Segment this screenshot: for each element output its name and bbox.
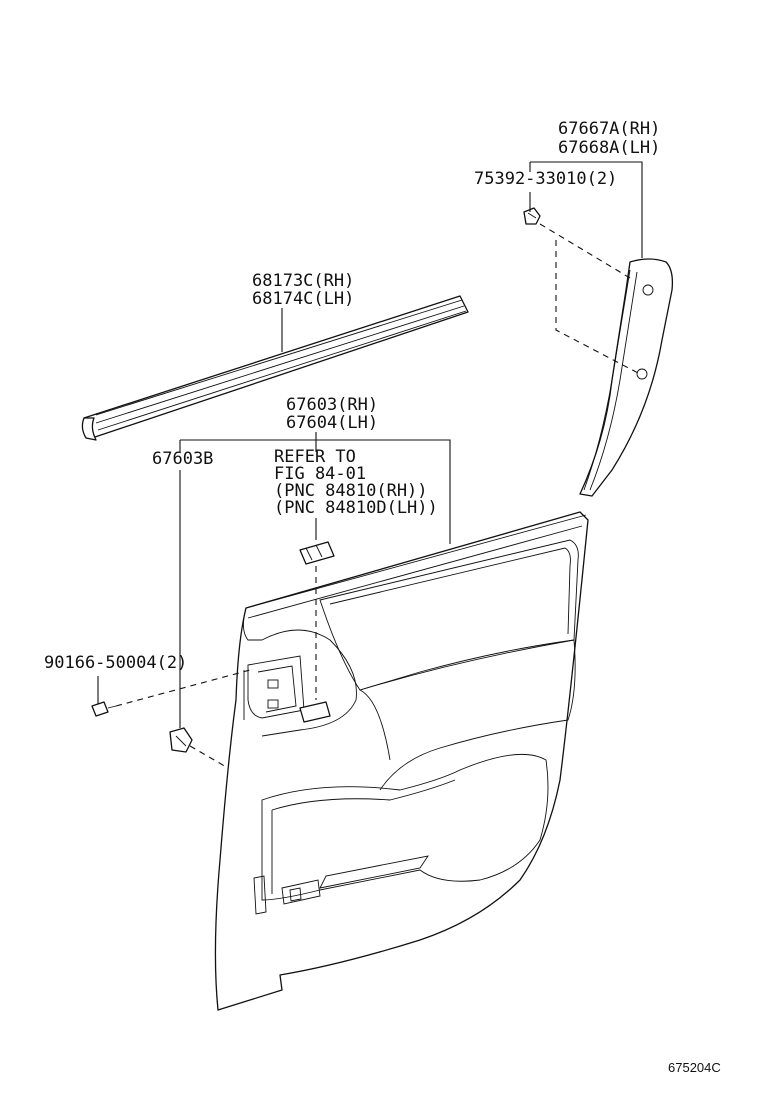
door-trim-board-part	[214, 511, 589, 1011]
label-67604: 67604(LH)	[286, 413, 378, 433]
label-67668A: 67668A(LH)	[558, 138, 660, 158]
label-pnc-84810d-lh: (PNC 84810D(LH))	[274, 498, 438, 518]
label-67603: 67603(RH)	[286, 395, 378, 415]
label-67667A: 67667A(RH)	[558, 119, 660, 139]
label-fig-84-01: FIG 84-01	[274, 464, 366, 484]
screw-90166	[91, 701, 117, 717]
label-68174C: 68174C(LH)	[252, 289, 354, 309]
assembly-lines	[115, 223, 641, 769]
inner-handle-part	[299, 541, 335, 565]
label-67603B: 67603B	[152, 449, 213, 469]
label-pnc-84810-rh: (PNC 84810(RH))	[274, 481, 428, 501]
clip-67603B	[169, 727, 193, 753]
weatherstrip-part	[81, 295, 469, 441]
clip-75392	[523, 207, 541, 225]
door-garnish-part	[579, 258, 674, 497]
handle-slot-part	[299, 701, 331, 723]
label-75392-33010: 75392-33010(2)	[474, 169, 617, 189]
leader-lines	[97, 161, 643, 728]
label-refer-to: REFER TO	[274, 447, 356, 467]
figure-code: 675204C	[668, 1060, 721, 1075]
label-90166-50004: 90166-50004(2)	[44, 653, 187, 673]
label-68173C: 68173C(RH)	[252, 271, 354, 291]
